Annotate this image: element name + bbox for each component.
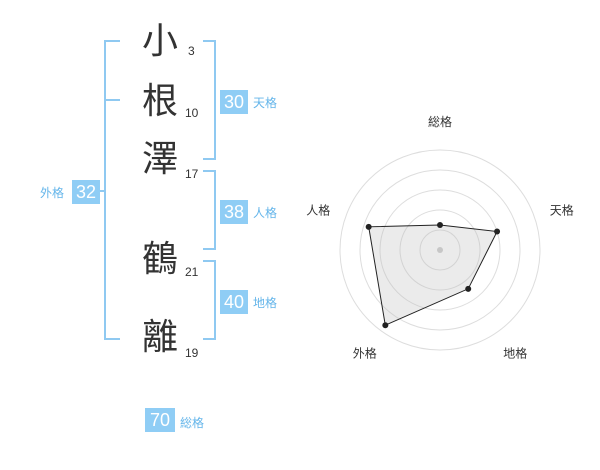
radar-ring-2 bbox=[399, 209, 481, 291]
tenkaku-bracket bbox=[203, 40, 216, 160]
name-char-1: 小 bbox=[142, 21, 179, 62]
radar-area bbox=[368, 224, 498, 326]
radar-point-5 bbox=[365, 223, 372, 230]
radar-axis-label-1: 総格 bbox=[428, 114, 452, 129]
radar-axis-label-5: 人格 bbox=[306, 202, 330, 217]
radar-ring-1 bbox=[419, 229, 461, 271]
jinkaku-bracket bbox=[203, 170, 216, 250]
radar-axis-label-4: 外格 bbox=[353, 346, 377, 361]
radar-point-2 bbox=[494, 228, 501, 235]
jinkaku-label: 人格 bbox=[253, 206, 278, 220]
soukaku-label: 総格 bbox=[180, 416, 205, 430]
radar-point-3 bbox=[465, 285, 472, 292]
stroke-count-4: 21 bbox=[185, 265, 199, 279]
tenkaku-value: 30 bbox=[220, 90, 248, 114]
radar-ring-3 bbox=[379, 189, 501, 311]
chikaku-label: 地格 bbox=[253, 296, 278, 310]
radar-ring-5 bbox=[339, 149, 541, 351]
gaikaku-bracket-connector bbox=[98, 190, 106, 192]
name-char-3: 澤 bbox=[142, 139, 179, 180]
stroke-count-3: 17 bbox=[185, 167, 199, 181]
radar-point-4 bbox=[382, 322, 389, 329]
jinkaku-value: 38 bbox=[220, 200, 248, 224]
stroke-count-5: 19 bbox=[185, 346, 199, 360]
name-char-5: 離 bbox=[142, 317, 179, 358]
gaikaku-value: 32 bbox=[72, 180, 100, 204]
soukaku-value: 70 bbox=[145, 408, 175, 432]
stroke-count-2: 10 bbox=[185, 106, 199, 120]
tenkaku-label: 天格 bbox=[253, 96, 278, 110]
chikaku-value: 40 bbox=[220, 290, 248, 314]
chikaku-bracket bbox=[203, 260, 216, 340]
name-char-4: 鶴 bbox=[142, 239, 179, 280]
radar-axis-label-2: 天格 bbox=[550, 202, 574, 217]
radar-ring-4 bbox=[359, 169, 521, 331]
stroke-count-1: 3 bbox=[188, 44, 195, 58]
radar-axis-label-3: 地格 bbox=[503, 346, 527, 361]
radar-point-1 bbox=[437, 222, 443, 228]
radar-center-dot bbox=[437, 247, 443, 253]
gaikaku-label: 外格 bbox=[40, 186, 65, 200]
name-char-2: 根 bbox=[142, 81, 179, 122]
gaikaku-bracket-tick bbox=[104, 99, 120, 101]
